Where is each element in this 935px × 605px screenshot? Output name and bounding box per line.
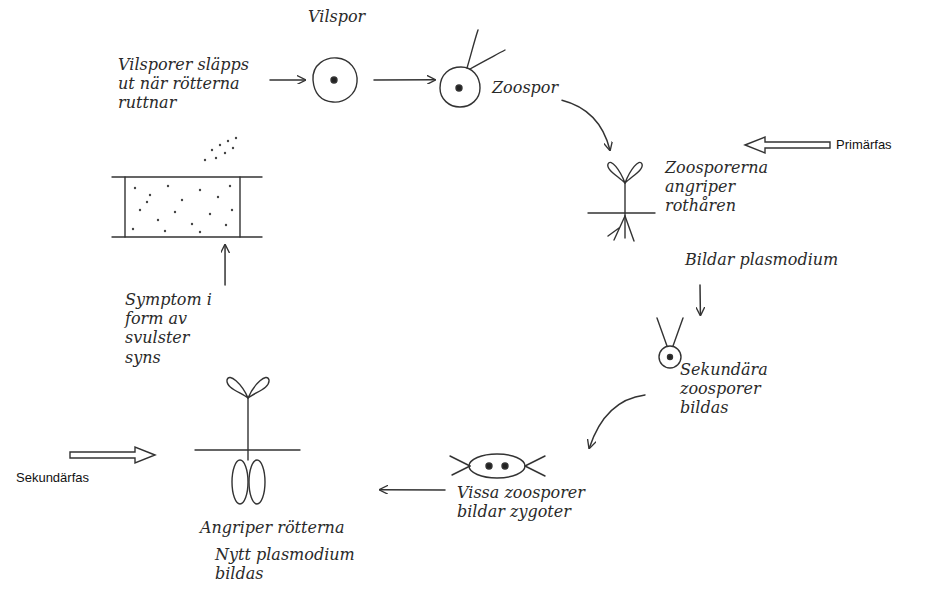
life-stage: Zoosporerna angriper rothårenBildar plas…: [585, 150, 850, 285]
stage-text: Zoospor: [492, 78, 558, 97]
life-stage: Symptom i form av svulster synsAngriper …: [120, 285, 380, 600]
cycle-arrow: [562, 100, 610, 150]
stage-text: Zoosporerna angriper rothåren: [665, 158, 770, 216]
life-stage: Zoospor: [435, 28, 562, 113]
life-stage: Vilsporer släpps ut när rötterna ruttnar: [110, 50, 270, 245]
phase-label: Sekundärfas: [16, 470, 89, 485]
cycle-arrow: [374, 79, 435, 81]
stage-text: Vilspor: [308, 7, 370, 26]
cycle-arrow: [270, 79, 305, 81]
cycle-arrow: [380, 489, 445, 491]
stage-text: Sekundära zoosporer bildas: [680, 360, 772, 418]
stage-text: Bildar plasmodium: [685, 250, 845, 269]
life-stage: Vilspor: [305, 5, 374, 105]
stage-text: Symptom i form av svulster syns: [125, 290, 225, 367]
stage-text: Vilsporer släpps ut när rötterna ruttnar: [118, 55, 258, 113]
stage-text: Angriper rötterna: [200, 518, 350, 537]
cycle-arrow: [224, 245, 226, 285]
phase-label: Primärfas: [836, 137, 892, 152]
life-stage: Sekundära zoosporer bildas: [645, 315, 776, 445]
stage-text: Nytt plasmodium bildas: [215, 545, 355, 583]
life-stage: Vissa zoosporer bildar zygoter: [445, 448, 630, 538]
cycle-arrow: [699, 285, 701, 315]
cycle-arrow: [589, 395, 645, 448]
stage-text: Vissa zoosporer bildar zygoter: [457, 483, 592, 521]
